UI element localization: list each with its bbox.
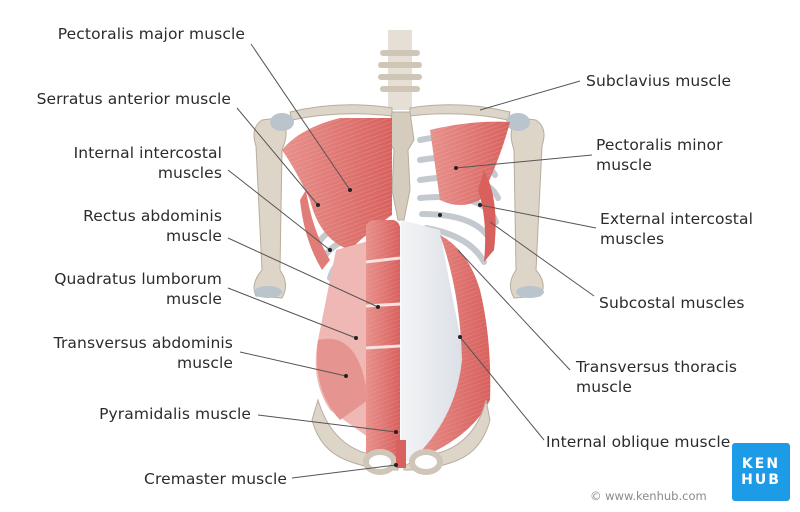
label-subcostal: Subcostal muscles bbox=[599, 294, 745, 312]
right-humerus bbox=[510, 117, 545, 299]
logo-line-1: KEN bbox=[741, 456, 781, 472]
label-internal-oblique: Internal oblique muscle bbox=[546, 433, 731, 451]
pelvis bbox=[311, 398, 491, 475]
copyright-text: © www.kenhub.com bbox=[590, 489, 707, 503]
label-transversus-thoracis: Transversus thoracis muscle bbox=[576, 358, 738, 396]
rectus-abdominis-shape bbox=[365, 220, 401, 460]
logo-line-2: HUB bbox=[741, 472, 781, 488]
label-rectus-abdominis: Rectus abdominis muscle bbox=[83, 207, 222, 245]
leader-lines bbox=[227, 43, 597, 479]
label-internal-intercostal: Internal intercostal muscles bbox=[73, 144, 222, 182]
right-clavicle bbox=[409, 104, 511, 121]
serratus-anterior-shape bbox=[300, 190, 330, 270]
label-serratus-anterior: Serratus anterior muscle bbox=[36, 90, 231, 108]
left-humerus bbox=[253, 117, 287, 299]
label-external-intercostal: External intercostal muscles bbox=[600, 210, 753, 248]
label-transversus-abdominis: Transversus abdominis muscle bbox=[53, 334, 233, 372]
label-pectoralis-minor: Pectoralis minor muscle bbox=[596, 136, 723, 174]
external-intercostal-shape bbox=[478, 170, 496, 262]
left-clavicle bbox=[289, 104, 393, 121]
label-quadratus-lumborum: Quadratus lumborum muscle bbox=[54, 270, 222, 308]
quadratus-region-shape bbox=[316, 338, 368, 420]
label-pyramidalis: Pyramidalis muscle bbox=[99, 405, 251, 423]
label-cremaster: Cremaster muscle bbox=[144, 470, 287, 488]
label-pectoralis-major: Pectoralis major muscle bbox=[57, 25, 245, 43]
kenhub-logo[interactable]: KEN HUB bbox=[732, 443, 790, 501]
cervical-spine bbox=[378, 30, 422, 110]
label-subclavius: Subclavius muscle bbox=[586, 72, 732, 90]
